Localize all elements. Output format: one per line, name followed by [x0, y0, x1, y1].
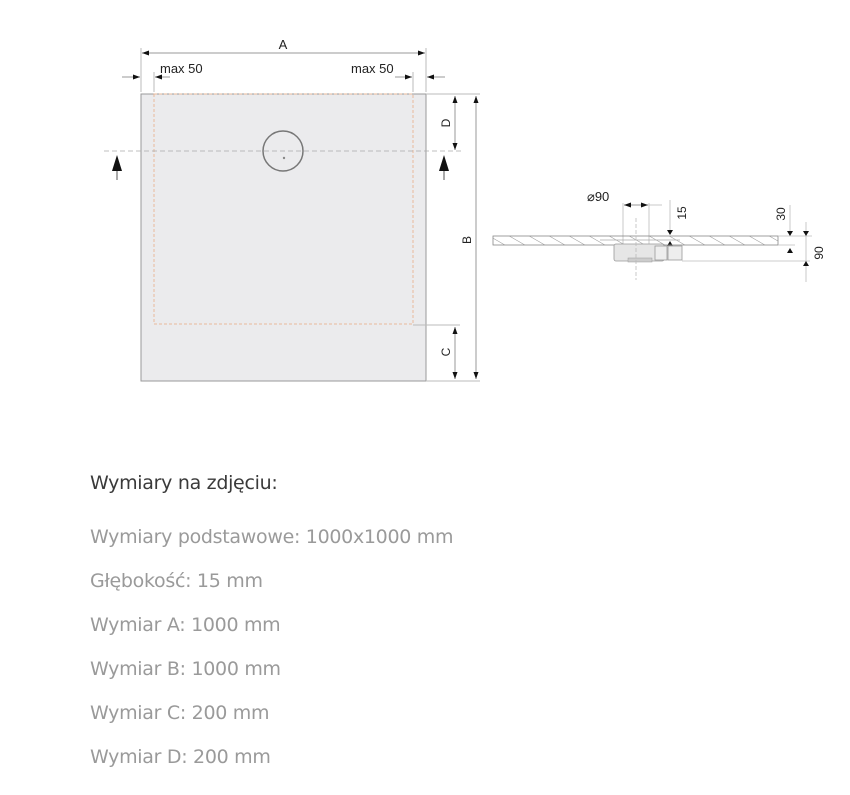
dimension-max-left: max 50 — [122, 61, 203, 92]
label-depth: 15 — [675, 206, 689, 220]
spec-dimension-a: Wymiar A: 1000 mm — [90, 614, 281, 636]
spec-dimension-d: Wymiar D: 200 mm — [90, 746, 271, 768]
spec-base-dimensions: Wymiary podstawowe: 1000x1000 mm — [90, 526, 454, 548]
dimension-c: C — [413, 324, 480, 382]
label-thickness: 30 — [774, 207, 788, 221]
dimensions-spec-section: Wymiary na zdjęciu: Wymiary podstawowe: … — [90, 465, 690, 783]
technical-drawing: A max 50 max 50 — [104, 37, 826, 382]
dimension-diameter: ⌀90 — [587, 189, 662, 250]
top-view: A max 50 max 50 — [104, 37, 480, 382]
label-a: A — [279, 37, 288, 52]
drawing-canvas: A max 50 max 50 — [104, 37, 826, 382]
label-b: B — [460, 236, 474, 244]
label-d: D — [439, 118, 453, 127]
shower-tray-top — [140, 93, 427, 382]
label-c: C — [439, 347, 453, 356]
section-arrow-right-icon — [439, 155, 449, 180]
label-diameter: ⌀90 — [587, 189, 609, 204]
drain-icon — [262, 130, 304, 172]
spec-list: Wymiary podstawowe: 1000x1000 mm Głęboko… — [90, 519, 690, 783]
spec-dimension-c: Wymiar C: 200 mm — [90, 702, 270, 724]
drain-body — [613, 218, 683, 280]
label-max-left: max 50 — [160, 61, 203, 76]
dimension-a: A — [140, 37, 427, 92]
side-view: ⌀90 15 — [492, 189, 826, 282]
section-arrow-left-icon — [112, 155, 122, 180]
dimension-height: 90 — [682, 222, 826, 282]
drain-zone-outline — [153, 93, 414, 325]
specs-title: Wymiary na zdjęciu: — [90, 472, 278, 494]
label-max-right: max 50 — [351, 61, 394, 76]
label-height: 90 — [812, 246, 826, 260]
spec-depth: Głębokość: 15 mm — [90, 570, 263, 592]
dimension-d: D — [426, 93, 480, 150]
spec-dimension-b: Wymiar B: 1000 mm — [90, 658, 281, 680]
dimension-max-right: max 50 — [351, 61, 445, 92]
dimension-b: B — [460, 96, 479, 379]
